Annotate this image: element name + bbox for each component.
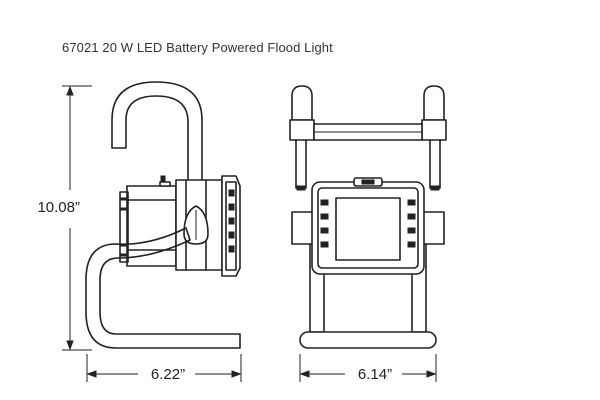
page-title: 67021 20 W LED Battery Powered Flood Lig…	[62, 40, 333, 55]
side-width-dimension-line	[86, 354, 242, 382]
front-width-dimension-line	[299, 354, 437, 382]
side-hook	[111, 81, 203, 191]
side-base-stand	[85, 227, 241, 349]
front-base-stand	[299, 243, 437, 349]
front-handle	[289, 85, 447, 191]
front-width-dimension-label: 6.14”	[357, 366, 393, 383]
height-dimension-line	[62, 85, 92, 351]
front-view	[289, 85, 447, 349]
side-view	[85, 81, 241, 349]
height-dimension-label: 10.08”	[37, 199, 80, 216]
front-lamp-head	[311, 177, 425, 275]
side-lamp-body	[119, 175, 241, 277]
side-pivot-knob	[183, 205, 209, 245]
side-width-dimension-label: 6.22”	[150, 366, 186, 383]
